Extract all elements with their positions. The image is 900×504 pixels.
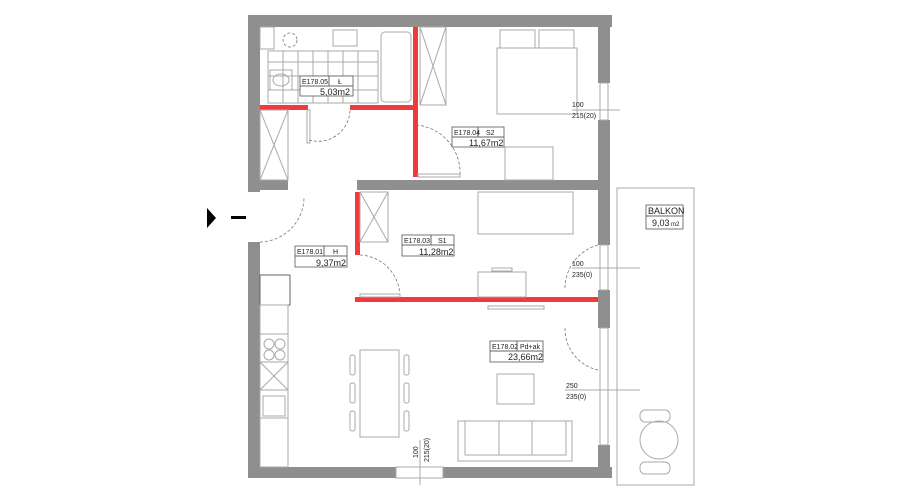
svg-text:E178.03: E178.03 (404, 238, 430, 245)
window-3-height: 235(0) (566, 394, 586, 401)
room-label-hall: E178.01 H 9,37m2 (294, 245, 348, 268)
svg-text:Ł: Ł (338, 79, 342, 86)
walls (248, 15, 612, 478)
fixtures (259, 26, 695, 486)
windows (395, 82, 640, 485)
svg-text:E178.05: E178.05 (302, 79, 328, 86)
window-dimensions: 100 215(20) 100 235(0) 250 235(0) 100 21… (413, 102, 596, 462)
window-1-height: 215(20) (572, 113, 596, 120)
svg-text:9,03: 9,03 (652, 218, 670, 228)
room-label-lazienka: E178.05 Ł 5,03m2 (299, 75, 354, 97)
svg-text:Pd+ak: Pd+ak (520, 344, 541, 351)
svg-text:BALKON: BALKON (648, 206, 685, 216)
svg-text:H: H (333, 249, 338, 256)
window-1-width: 100 (572, 102, 584, 109)
svg-text:5,03m2: 5,03m2 (320, 87, 350, 97)
svg-text:S2: S2 (486, 130, 495, 137)
svg-text:11,28m2: 11,28m2 (419, 247, 453, 257)
svg-text:E178.04: E178.04 (454, 130, 480, 137)
room-label-sypialnia-1: E178.03 S1 11,28m2 (401, 234, 455, 257)
room-label-balkon: BALKON 9,03 m2 (645, 204, 685, 230)
doors (259, 107, 599, 371)
svg-text:9,37m2: 9,37m2 (316, 258, 346, 268)
svg-text:23,66m2: 23,66m2 (508, 352, 543, 362)
svg-text:11,67m2: 11,67m2 (469, 138, 503, 148)
svg-text:E178.01: E178.01 (297, 249, 323, 256)
svg-text:m2: m2 (671, 222, 680, 228)
window-4-height: 215(20) (424, 438, 431, 462)
svg-text:S1: S1 (438, 238, 447, 245)
svg-text:E178.02: E178.02 (492, 344, 518, 351)
window-4-width: 100 (413, 446, 420, 458)
room-label-sypialnia-2: E178.04 S2 11,67m2 (451, 126, 505, 148)
entrance-dash (231, 216, 246, 219)
window-3-width: 250 (566, 383, 578, 390)
entrance-arrow-icon (207, 208, 216, 228)
window-2-height: 235(0) (572, 272, 592, 279)
room-label-pokoj-dzienny: E178.02 Pd+ak 23,66m2 (489, 340, 544, 363)
window-2-width: 100 (572, 261, 584, 268)
new-walls (260, 27, 598, 302)
